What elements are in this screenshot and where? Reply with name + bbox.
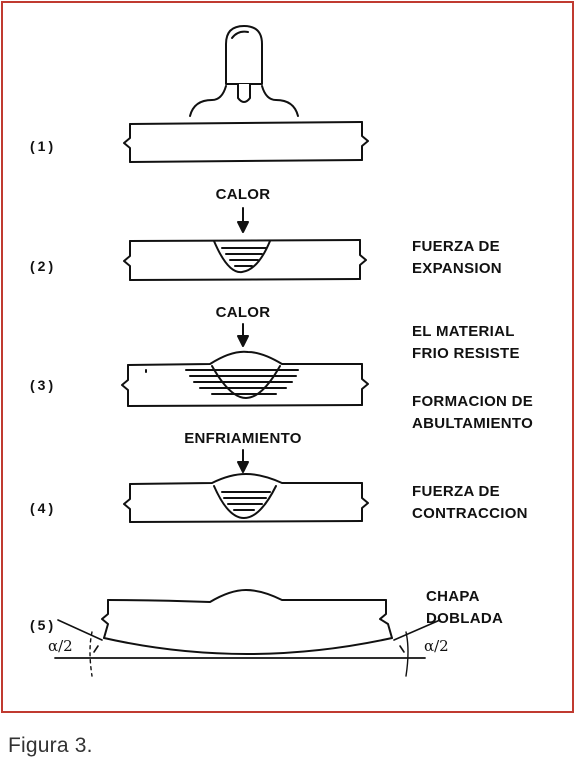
side-label-line: ABULTAMIENTO [412, 415, 534, 432]
heat-label-step-2: CALOR [215, 186, 271, 203]
side-label-step-3a: EL MATERIAL FRIO RESISTE [412, 321, 520, 365]
heat-arrow-step-3 [237, 323, 249, 347]
side-label-line: EXPANSION [412, 260, 502, 277]
step-number-3: (3) [30, 377, 57, 393]
side-label-line: FORMACION DE [412, 393, 534, 410]
side-label-line: FUERZA DE [412, 483, 500, 500]
side-label-line: FRIO RESISTE [412, 345, 520, 362]
plate-step-3 [121, 350, 369, 407]
plate-step-5 [54, 589, 441, 677]
torch-illustration [189, 25, 299, 117]
heat-arrow-step-2 [237, 207, 249, 233]
cooling-label-step-4: ENFRIAMIENTO [184, 430, 302, 447]
side-label-step-4: FUERZA DE CONTRACCION [412, 481, 528, 525]
plate-step-4 [123, 473, 369, 523]
plate-step-2 [123, 239, 367, 281]
figure-frame [1, 1, 574, 713]
side-label-step-2: FUERZA DE EXPANSION [412, 236, 502, 280]
figure-caption: Figura 3. [8, 734, 93, 757]
side-label-line: CHAPA [426, 588, 480, 605]
side-label-step-3b: FORMACION DE ABULTAMIENTO [412, 391, 533, 435]
side-label-line: CONTRACCION [412, 505, 528, 522]
side-label-line: DOBLADA [426, 610, 504, 627]
side-label-step-5: CHAPA DOBLADA [426, 586, 503, 630]
step-number-1: (1) [30, 138, 57, 154]
side-label-line: FUERZA DE [412, 238, 500, 255]
angle-label-left: α/2 [48, 637, 73, 655]
heat-label-step-3: CALOR [215, 304, 271, 321]
step-number-4: (4) [30, 500, 57, 516]
step-number-2: (2) [30, 258, 57, 274]
side-label-line: EL MATERIAL [412, 323, 515, 340]
step-number-5: (5) [30, 617, 57, 633]
cooling-arrow-step-4 [237, 449, 249, 473]
angle-label-right: α/2 [424, 637, 449, 655]
plate-step-1 [123, 121, 369, 163]
